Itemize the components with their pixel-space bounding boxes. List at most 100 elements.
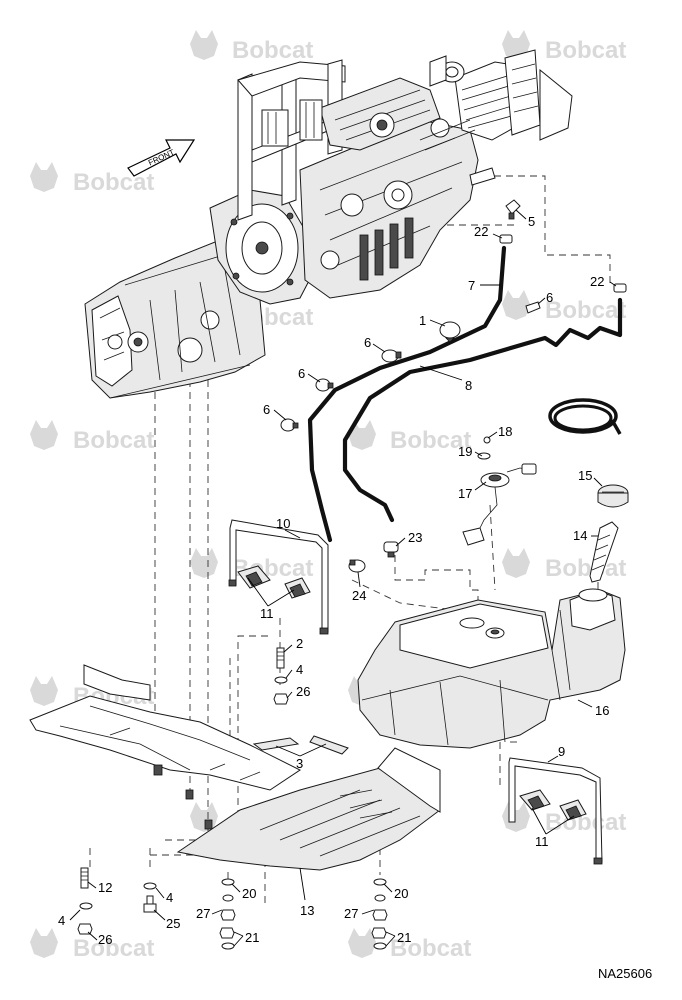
hose-7 <box>307 245 507 543</box>
callout-2: 2 <box>296 636 303 651</box>
clamp-6-d <box>525 301 541 314</box>
fitting-23 <box>383 541 399 558</box>
callout-19: 19 <box>458 444 472 459</box>
bobcat-watermark-logo <box>30 928 58 958</box>
callout-6: 6 <box>263 402 270 417</box>
clamp-22-right <box>613 283 627 293</box>
bobcat-watermark-logo <box>190 30 218 60</box>
bobcat-watermark: Bobcat <box>390 935 471 962</box>
callout-4: 4 <box>166 890 173 905</box>
washer-20-right <box>373 878 387 886</box>
callout-3: 3 <box>296 756 303 771</box>
stud-2 <box>276 647 285 669</box>
callout-6: 6 <box>546 290 553 305</box>
callout-12: 12 <box>98 880 112 895</box>
front-arrow-label: FRONT <box>147 148 176 168</box>
bobcat-watermark-logo <box>502 548 530 578</box>
clamp-22-upper <box>499 234 513 244</box>
callout-11: 11 <box>260 606 274 621</box>
callout-5: 5 <box>528 214 535 229</box>
screw-18 <box>483 436 491 444</box>
front-direction-arrow: FRONT <box>127 139 196 177</box>
callout-23: 23 <box>408 530 422 545</box>
callout-10: 10 <box>276 516 290 531</box>
callout-11: 11 <box>535 834 549 849</box>
bobcat-watermark-logo <box>190 548 218 578</box>
callout-27: 27 <box>196 906 210 921</box>
callout-4: 4 <box>296 662 303 677</box>
bobcat-watermark-logo <box>30 676 58 706</box>
leader-lines <box>69 209 617 947</box>
bolt-25 <box>143 895 157 913</box>
bobcat-watermark-logo <box>30 420 58 450</box>
callout-26: 26 <box>296 684 310 699</box>
nut-26-upper <box>273 693 289 705</box>
callout-25: 25 <box>166 916 180 931</box>
spacer-3 <box>252 735 349 755</box>
callout-26: 26 <box>98 932 112 947</box>
pad-11-upper <box>237 565 311 599</box>
bobcat-watermark: Bobcat <box>232 37 313 64</box>
callout-1: 1 <box>419 313 426 328</box>
callout-9: 9 <box>558 744 565 759</box>
callout-20: 20 <box>242 886 256 901</box>
bobcat-watermark-logo <box>502 290 530 320</box>
hose-coil <box>548 398 622 435</box>
callout-21: 21 <box>397 930 411 945</box>
fitting-5 <box>505 199 521 220</box>
callout-24: 24 <box>352 588 366 603</box>
strap-10 <box>228 519 329 635</box>
callout-27: 27 <box>344 906 358 921</box>
callout-20: 20 <box>394 886 408 901</box>
hose-8 <box>342 297 623 523</box>
washer-20-left <box>221 878 235 886</box>
washer-4-lower-mid <box>143 882 157 890</box>
callout-13: 13 <box>300 903 314 918</box>
bobcat-watermark: Bobcat <box>545 37 626 64</box>
pad-11-lower <box>519 789 587 821</box>
fuel-sender-17 <box>462 463 537 546</box>
bobcat-watermark: Bobcat <box>390 427 471 454</box>
nut-26-lower <box>77 923 93 935</box>
document-code: NA25606 <box>598 966 652 981</box>
nut-21-left <box>219 927 235 950</box>
callout-22: 22 <box>474 224 488 239</box>
bobcat-watermark: Bobcat <box>73 935 154 962</box>
skid-plate-13 <box>176 747 441 871</box>
callout-22: 22 <box>590 274 604 289</box>
bobcat-watermark: Bobcat <box>545 297 626 324</box>
callout-6: 6 <box>298 366 305 381</box>
bobcat-watermark-logo <box>30 162 58 192</box>
callout-17: 17 <box>458 486 472 501</box>
stud-12 <box>80 867 89 889</box>
engine-block <box>299 119 479 299</box>
bobcat-watermark: Bobcat <box>73 169 154 196</box>
clamp-6-c <box>280 418 299 432</box>
callout-21: 21 <box>245 930 259 945</box>
callout-8: 8 <box>465 378 472 393</box>
bobcat-watermark: Bobcat <box>545 555 626 582</box>
callout-15: 15 <box>578 468 592 483</box>
gasket-19 <box>477 452 491 460</box>
fitting-24 <box>348 559 366 573</box>
washer-4-upper <box>274 676 288 684</box>
filler-neck-14 <box>589 521 619 583</box>
engine-transmission-assembly <box>84 49 573 399</box>
watermark-layer: Bobcat Bobcat Bobcat Bobcat Bobcat Bobca… <box>30 30 626 962</box>
strap-9 <box>508 757 603 865</box>
fuel-tank-16 <box>357 588 626 749</box>
clamp-6-a <box>381 349 402 363</box>
nut-27-left <box>220 909 236 921</box>
washer-27-left <box>222 894 234 902</box>
callout-18: 18 <box>498 424 512 439</box>
bobcat-watermark-logo <box>502 802 530 832</box>
bobcat-watermark: Bobcat <box>73 427 154 454</box>
callout-6: 6 <box>364 335 371 350</box>
callout-4: 4 <box>58 913 65 928</box>
mounting-frame <box>29 664 301 830</box>
fuel-cap-15 <box>597 484 629 508</box>
washer-27-right <box>374 894 386 902</box>
nut-21-right <box>371 927 387 950</box>
callout-16: 16 <box>595 703 609 718</box>
